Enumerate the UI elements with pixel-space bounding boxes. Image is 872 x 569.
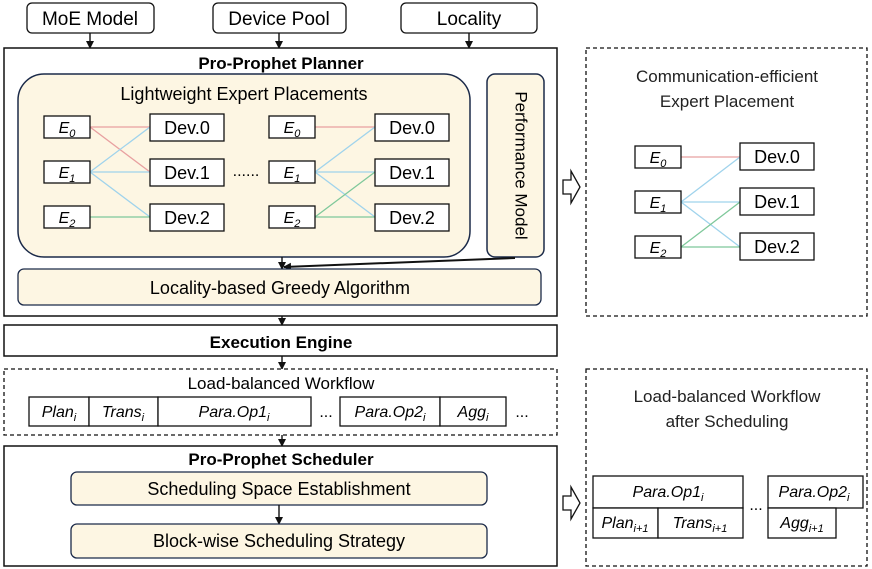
svg-text:Dev.2: Dev.2 [754,237,800,257]
svg-text:Plani+1: Plani+1 [601,515,648,535]
svg-text:Plani: Plani [42,404,77,424]
scheduled-workflow-title-2: after Scheduling [666,412,789,431]
expert-e2-right: E2 [268,205,316,230]
svg-text:Dev.1: Dev.1 [164,163,210,183]
device-1-right: Dev.1 [374,158,450,187]
expert-placement-title-2: Expert Placement [660,92,794,111]
block-wise-label: Block-wise Scheduling Strategy [153,531,405,551]
svg-text:E0: E0 [284,120,302,140]
svg-text:Dev.2: Dev.2 [164,208,210,228]
input-moe-model: MoE Model [26,2,155,34]
arrow-performance-to-greedy [283,257,516,271]
performance-model-box: Performance Model [486,73,545,258]
placement-links-right [314,126,376,218]
placement-links-left [89,126,151,218]
svg-text:E1: E1 [284,165,301,185]
performance-model-label: Performance Model [512,91,531,239]
expert-e1-left: E1 [43,160,91,185]
workflow-cell-trans: Transi [88,396,159,427]
svg-text:E1: E1 [650,195,667,215]
svg-text:Dev.0: Dev.0 [389,118,435,138]
execution-engine-box: Execution Engine [3,324,558,357]
panel-expert-e0: E0 [634,145,682,170]
svg-text:Aggi: Aggi [457,404,489,424]
workflow-cell-para-op2: Para.Op2i [339,396,441,427]
expert-placement-title-1: Communication-efficient [636,67,818,86]
svg-text:Para.Op1i: Para.Op1i [633,484,704,504]
expert-e0-left: E0 [43,115,91,140]
panel-device-2: Dev.2 [739,232,815,261]
device-0-left: Dev.0 [149,113,225,142]
svg-text:Transi: Transi [102,404,145,424]
planner-title: Pro-Prophet Planner [198,54,364,73]
scheduled-workflow-title-1: Load-balanced Workflow [634,387,822,406]
workflow-title: Load-balanced Workflow [188,374,376,393]
svg-text:E2: E2 [284,210,301,230]
expert-e1-right: E1 [268,160,316,185]
panel-expert-e1: E1 [634,190,682,215]
scheduled-cell-agg: Aggi+1 [767,507,837,539]
scheduler-title: Pro-Prophet Scheduler [188,450,374,469]
svg-text:Dev.0: Dev.0 [754,147,800,167]
scheduled-cell-para-op1: Para.Op1i [592,475,744,509]
svg-text:E2: E2 [59,210,76,230]
execution-engine-label: Execution Engine [210,333,353,352]
workflow-cell-plan: Plani [28,396,90,427]
svg-text:Para.Op2i: Para.Op2i [355,404,426,424]
expert-e0-right: E0 [268,115,316,140]
input-device-pool: Device Pool [212,2,347,34]
panel-expert-e2: E2 [634,235,682,260]
svg-text:E2: E2 [650,240,667,260]
panel-device-0: Dev.0 [739,142,815,171]
svg-text:E1: E1 [59,165,76,185]
expert-placement-panel: Communication-efficient Expert Placement [585,47,868,317]
workflow-cell-agg: Aggi [439,396,507,427]
greedy-label: Locality-based Greedy Algorithm [150,278,410,298]
placements-ellipsis: ...... [233,163,260,180]
workflow-dots-1: ... [319,404,332,421]
scheduled-cell-para-op2: Para.Op2i [767,475,864,509]
scheduled-dots: ... [749,497,762,514]
device-1-left: Dev.1 [149,158,225,187]
workflow-dots-2: ... [515,404,528,421]
greedy-algorithm-box: Locality-based Greedy Algorithm [17,268,542,306]
hollow-arrow-bottom [562,484,581,522]
svg-text:Transi+1: Transi+1 [673,515,728,535]
svg-text:Aggi+1: Aggi+1 [779,515,823,535]
expert-e2-left: E2 [43,205,91,230]
hollow-arrow-top [562,168,581,206]
device-2-left: Dev.2 [149,203,225,232]
svg-text:MoE Model: MoE Model [42,9,138,30]
lightweight-placements-box: Lightweight Expert Placements [17,73,471,258]
device-2-right: Dev.2 [374,203,450,232]
scheduled-cell-plan: Plani+1 [592,507,659,539]
svg-text:Dev.1: Dev.1 [389,163,435,183]
svg-text:Para.Op2i: Para.Op2i [779,484,850,504]
svg-text:Locality: Locality [437,9,502,30]
input-locality: Locality [400,2,538,34]
expert-placement-links [680,156,741,248]
panel-device-1: Dev.1 [739,187,815,216]
scheduling-space-box: Scheduling Space Establishment [70,471,488,506]
device-0-right: Dev.0 [374,113,450,142]
svg-text:Dev.2: Dev.2 [389,208,435,228]
svg-text:Para.Op1i: Para.Op1i [199,404,270,424]
svg-text:Device Pool: Device Pool [228,9,329,30]
scheduled-cell-trans: Transi+1 [657,507,744,539]
svg-text:Dev.1: Dev.1 [754,192,800,212]
svg-text:E0: E0 [650,150,668,170]
scheduling-space-label: Scheduling Space Establishment [147,479,410,499]
workflow-cell-para-op1: Para.Op1i [157,396,312,427]
lightweight-title: Lightweight Expert Placements [120,84,367,104]
block-wise-strategy-box: Block-wise Scheduling Strategy [70,523,488,559]
svg-text:Dev.0: Dev.0 [164,118,210,138]
svg-text:E0: E0 [59,120,77,140]
